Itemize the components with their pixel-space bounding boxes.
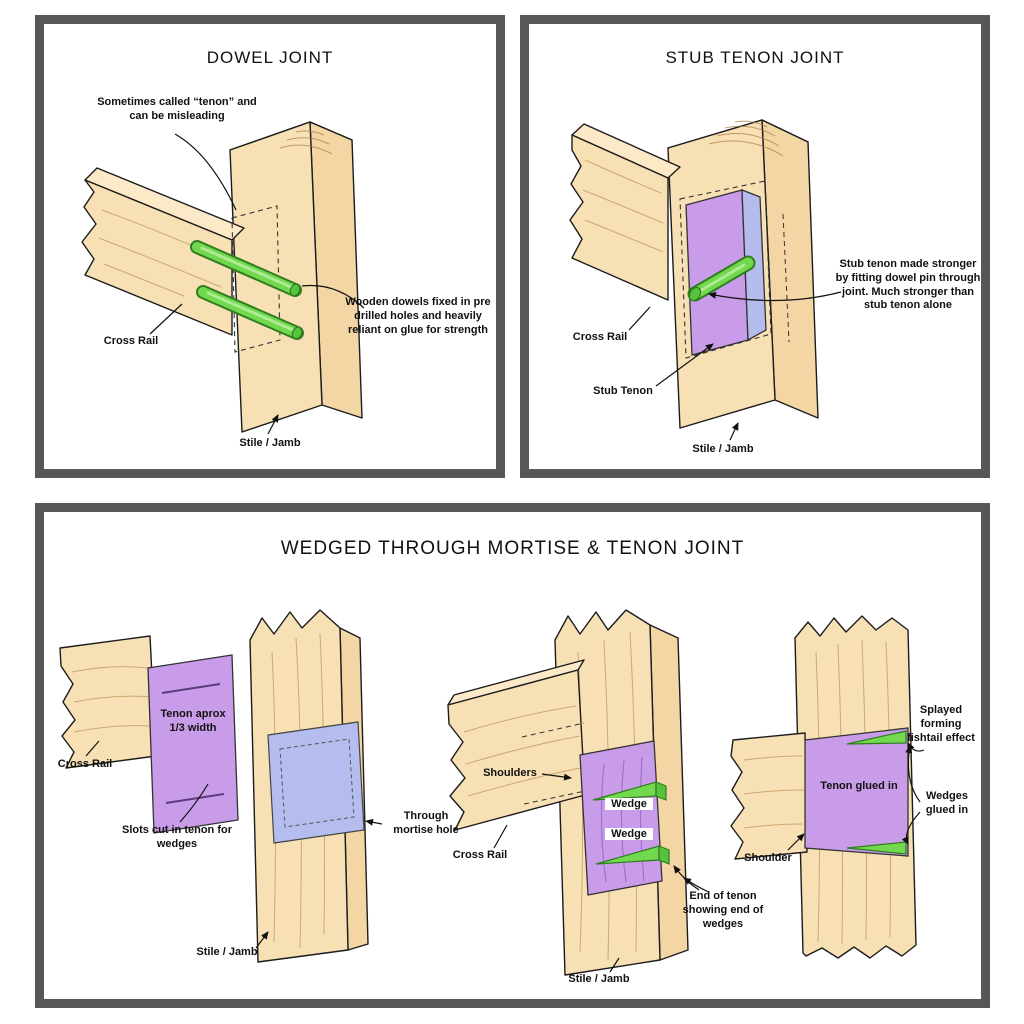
- note-through-mortise: Through mortise hole: [393, 810, 459, 836]
- rail-grain: [71, 666, 153, 733]
- leader-lines: [149, 133, 365, 435]
- stile-jamb-label: Stile / Jamb: [239, 437, 301, 449]
- wedge-top-label: Wedge: [605, 798, 653, 811]
- rail-grain: [743, 755, 805, 829]
- rail-shape: [730, 732, 808, 860]
- stile-jamb-label: Stile / Jamb: [692, 443, 754, 455]
- rail-grain: [582, 159, 664, 253]
- leader-lines: [85, 740, 383, 949]
- note-end-of-tenon: End of tenon showing end of wedges: [682, 890, 764, 930]
- dowel-bottom: [196, 285, 304, 340]
- wedged-joint-drawing: [59, 609, 925, 976]
- stile-jamb-label: Stile / Jamb: [568, 973, 630, 985]
- tenon-size-label: Tenon aprox 1/3 width: [160, 708, 226, 734]
- note-misleading: Sometimes called “tenon” and can be misl…: [97, 96, 257, 122]
- cross-rail-shape: [81, 167, 245, 336]
- leader-lines: [787, 742, 925, 851]
- dowel-top: [190, 240, 302, 297]
- glued-wedges: [846, 730, 907, 855]
- leader-lines: [493, 773, 710, 973]
- shoulders-label: Shoulders: [483, 767, 537, 779]
- stub-tenon-label: Stub Tenon: [593, 385, 653, 397]
- cross-rail-label: Cross Rail: [57, 758, 113, 770]
- panel-stub-tenon-joint: STUB TENON JOINT Stub tenon made stronge…: [520, 15, 990, 478]
- stile-grain: [279, 130, 333, 155]
- tenon-shape: [147, 654, 239, 834]
- cross-rail-label: Cross Rail: [103, 335, 159, 347]
- hidden-depth-line: [782, 213, 790, 343]
- shoulder-label: Shoulder: [744, 852, 792, 864]
- panel-title: STUB TENON JOINT: [665, 48, 845, 67]
- wedge-bottom-label: Wedge: [605, 828, 653, 841]
- rail-grain: [463, 705, 581, 797]
- hidden-tenon-lines: [521, 722, 591, 805]
- cross-rail-shape: [569, 123, 681, 301]
- fig-exploded: [59, 609, 383, 963]
- note-splayed: Splayed forming fishtail effect: [907, 704, 975, 744]
- fishtail-tenon-shape: [804, 727, 909, 857]
- stile-jamb-label: Stile / Jamb: [196, 946, 258, 958]
- hidden-mortise-outline: [679, 180, 772, 359]
- panel-dowel-joint: DOWEL JOINT Sometimes called “tenon” and…: [35, 15, 505, 478]
- dowel-joint-drawing: [81, 121, 365, 435]
- panel-wedged-mortise-tenon: WEDGED THROUGH MORTISE & TENON JOINT Cro…: [35, 503, 990, 1008]
- leader-lines: [628, 291, 842, 441]
- panel-title: WEDGED THROUGH MORTISE & TENON JOINT: [280, 538, 745, 559]
- tenon-glued-label: Tenon glued in: [820, 780, 898, 792]
- note-dowel-pin: Stub tenon made stronger by fitting dowe…: [835, 258, 981, 312]
- fig-front-view: [730, 615, 925, 959]
- wedges: [592, 781, 670, 865]
- note-dowels: Wooden dowels fixed in pre drilled holes…: [345, 296, 491, 336]
- note-wedges-glued: Wedges glued in: [925, 790, 969, 816]
- wedge-slot-bottom: [165, 793, 225, 804]
- dowel-pin: [687, 255, 756, 302]
- cross-rail-label: Cross Rail: [452, 849, 508, 861]
- mortise-depth-outline: [279, 738, 355, 828]
- through-mortise-shape: [267, 721, 365, 844]
- fig-assembled: [447, 609, 710, 976]
- stile-grain: [708, 120, 784, 157]
- note-slots: Slots cut in tenon for wedges: [122, 824, 232, 850]
- tenon-end-grain: [600, 756, 645, 883]
- cross-rail-label: Cross Rail: [572, 331, 628, 343]
- wedge-slot-top: [161, 683, 221, 694]
- stub-tenon-drawing: [569, 119, 842, 441]
- panel-title: DOWEL JOINT: [206, 48, 334, 67]
